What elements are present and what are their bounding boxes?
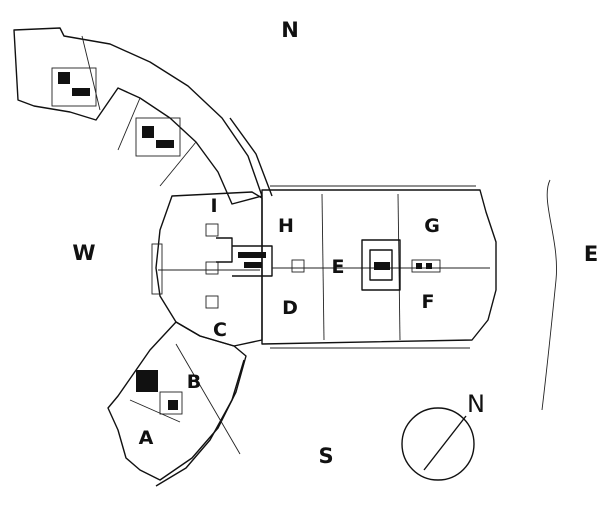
- unit-label-c: C: [213, 319, 227, 341]
- unit-label-f: F: [422, 291, 435, 313]
- unit-label-i: I: [210, 195, 217, 217]
- unit-label-a: A: [139, 427, 154, 449]
- east-wing: [261, 185, 497, 349]
- lower-wing: [107, 321, 247, 487]
- direction-north-label: N: [281, 18, 299, 42]
- direction-west-label: W: [72, 241, 95, 265]
- unit-label-e: E: [332, 256, 345, 278]
- compass-north-label: N: [467, 390, 485, 418]
- unit-label-d: D: [282, 297, 298, 319]
- direction-south-label: S: [318, 444, 333, 468]
- unit-label-g: G: [424, 215, 440, 237]
- upper-wing: [13, 27, 273, 205]
- unit-label-b: B: [187, 371, 201, 393]
- unit-label-h: H: [278, 215, 294, 237]
- direction-east-label: E: [584, 242, 598, 266]
- north-compass: N: [401, 390, 485, 481]
- east-boundary-line: [541, 179, 557, 411]
